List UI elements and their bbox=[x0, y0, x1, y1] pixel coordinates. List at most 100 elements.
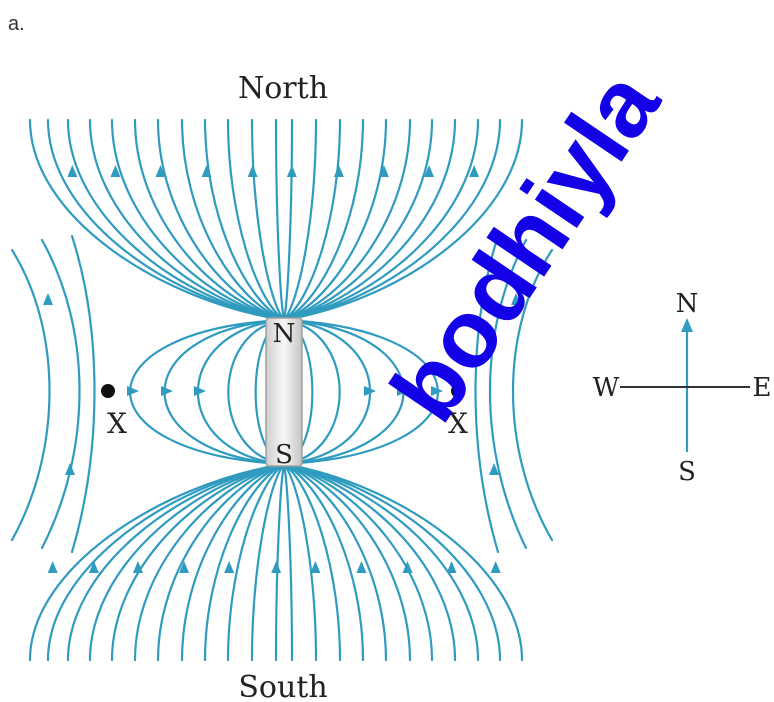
watermark: bodhiyla bbox=[371, 52, 681, 440]
direction-arrow-icon bbox=[43, 293, 53, 305]
field-line-top bbox=[28, 118, 286, 322]
field-line-bottom bbox=[282, 462, 457, 662]
field-line-top bbox=[282, 118, 318, 322]
direction-arrow-icon bbox=[397, 386, 409, 396]
field-line-bottom bbox=[46, 462, 286, 662]
field-line-bottom bbox=[282, 462, 412, 662]
magnet-north-pole-label: N bbox=[273, 319, 296, 349]
field-line-bottom bbox=[156, 462, 286, 662]
field-line-outer bbox=[40, 238, 81, 550]
neutral-point-left-label: X bbox=[107, 407, 127, 440]
neutral-point-left-icon bbox=[101, 384, 115, 398]
direction-arrow-icon bbox=[511, 293, 521, 305]
field-arrows bbox=[43, 165, 521, 573]
direction-arrow-icon bbox=[286, 165, 297, 177]
neutral-point-right-label: X bbox=[448, 407, 468, 440]
field-line-bottom bbox=[282, 462, 388, 662]
field-line-top bbox=[250, 118, 286, 322]
direction-arrow-icon bbox=[469, 165, 480, 177]
direction-arrow-icon bbox=[490, 561, 501, 573]
field-line-outer bbox=[511, 248, 554, 542]
field-line-bottom bbox=[28, 462, 286, 662]
magnet-south-pole-label: S bbox=[275, 440, 293, 470]
field-line-top bbox=[282, 118, 457, 322]
field-line-bottom bbox=[282, 462, 480, 662]
field-line-bottom bbox=[110, 462, 286, 662]
field-line-top bbox=[282, 118, 294, 322]
field-line-top bbox=[282, 118, 365, 322]
field-line-top bbox=[282, 118, 342, 322]
field-line-bottom bbox=[282, 462, 524, 662]
direction-arrow-icon bbox=[446, 561, 457, 573]
field-line-bottom bbox=[282, 462, 318, 662]
direction-arrow-icon bbox=[88, 561, 99, 573]
south-label: South bbox=[238, 670, 327, 702]
field-line-top bbox=[282, 118, 434, 322]
compass-arrowhead-icon bbox=[681, 318, 693, 332]
field-line-top bbox=[46, 118, 286, 322]
field-line-bottom bbox=[282, 462, 502, 662]
field-line-outer bbox=[70, 234, 96, 554]
direction-arrow-icon bbox=[201, 165, 212, 177]
direction-arrow-icon bbox=[127, 386, 139, 396]
field-loop-left bbox=[227, 318, 286, 466]
field-line-bottom bbox=[66, 462, 286, 662]
direction-arrow-icon bbox=[356, 561, 367, 573]
field-line-outer bbox=[474, 234, 500, 554]
field-line-bottom bbox=[282, 462, 294, 662]
field-line-bottom bbox=[226, 462, 286, 662]
field-line-bottom bbox=[282, 462, 365, 662]
direction-arrow-icon bbox=[47, 561, 58, 573]
field-loop-right bbox=[282, 318, 341, 466]
field-line-top bbox=[88, 118, 286, 322]
direction-arrow-icon bbox=[110, 165, 121, 177]
compass-west: W bbox=[593, 373, 620, 403]
direction-arrow-icon bbox=[378, 165, 389, 177]
field-line-top bbox=[274, 118, 286, 322]
field-line-outer bbox=[10, 248, 51, 542]
direction-arrow-icon bbox=[247, 165, 258, 177]
field-line-top bbox=[282, 118, 388, 322]
field-line-top bbox=[282, 118, 480, 322]
part-label: a. bbox=[8, 13, 25, 35]
neutral-point-right-icon bbox=[451, 384, 465, 398]
compass-south: S bbox=[678, 457, 696, 487]
direction-arrow-icon bbox=[489, 463, 499, 475]
field-line-bottom bbox=[133, 462, 286, 662]
direction-arrow-icon bbox=[161, 386, 173, 396]
direction-arrow-icon bbox=[333, 165, 344, 177]
field-line-top bbox=[180, 118, 286, 322]
field-line-bottom bbox=[250, 462, 286, 662]
direction-arrow-icon bbox=[271, 561, 282, 573]
field-line-top bbox=[66, 118, 286, 322]
field-line-bottom bbox=[282, 462, 342, 662]
direction-arrow-icon bbox=[224, 561, 235, 573]
field-line-bottom bbox=[282, 462, 434, 662]
direction-arrow-icon bbox=[132, 561, 143, 573]
field-line-top bbox=[282, 118, 412, 322]
compass-north: N bbox=[676, 289, 699, 319]
direction-arrow-icon bbox=[194, 386, 206, 396]
compass-rose-icon: N S W E bbox=[593, 289, 772, 487]
direction-arrow-icon bbox=[67, 165, 78, 177]
direction-arrow-icon bbox=[155, 165, 166, 177]
field-line-top bbox=[282, 118, 524, 322]
field-line-top bbox=[156, 118, 286, 322]
field-line-outer bbox=[488, 238, 528, 550]
direction-arrow-icon bbox=[364, 386, 376, 396]
field-line-bottom bbox=[180, 462, 286, 662]
field-line-top bbox=[110, 118, 286, 322]
field-line-top bbox=[133, 118, 286, 322]
field-line-bottom bbox=[274, 462, 286, 662]
field-lines bbox=[10, 118, 554, 662]
direction-arrow-icon bbox=[402, 561, 413, 573]
compass-east: E bbox=[753, 373, 772, 403]
field-loop-left bbox=[129, 318, 286, 466]
direction-arrow-icon bbox=[424, 165, 435, 177]
direction-arrow-icon bbox=[310, 561, 321, 573]
field-line-top bbox=[203, 118, 286, 322]
field-line-top bbox=[226, 118, 286, 322]
direction-arrow-icon bbox=[431, 386, 443, 396]
direction-arrow-icon bbox=[65, 463, 75, 475]
direction-arrow-icon bbox=[179, 561, 190, 573]
